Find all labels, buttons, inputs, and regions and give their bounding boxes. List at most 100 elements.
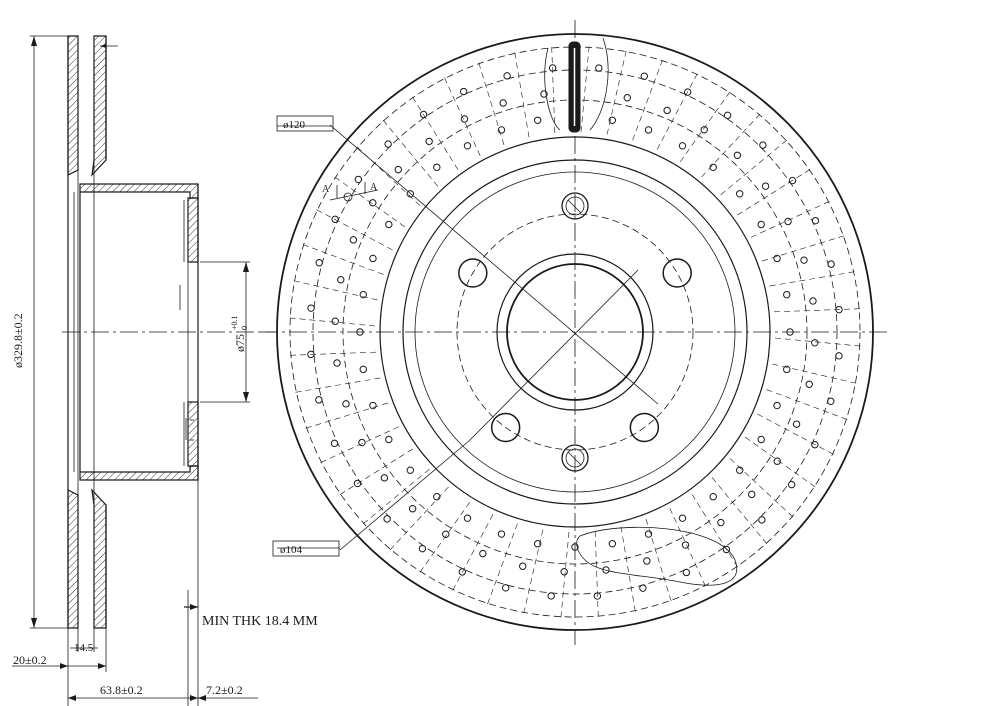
hat-thickness-label: 7.2±0.2	[206, 683, 243, 697]
pilot-bore-lower-tol: 0	[240, 326, 249, 330]
cooling-vane	[285, 317, 376, 327]
drill-hole	[805, 380, 813, 388]
drill-hole	[331, 215, 339, 224]
drill-hole	[503, 72, 511, 80]
cooling-vane	[656, 69, 700, 150]
drill-hole	[608, 116, 617, 124]
drill-hole	[593, 592, 602, 600]
cooling-vane	[336, 448, 413, 498]
drill-hole	[533, 116, 542, 124]
drill-hole	[369, 199, 377, 207]
drill-hole	[353, 479, 362, 488]
drill-hole	[827, 397, 835, 405]
drill-hole	[433, 163, 441, 172]
drill-hole	[792, 420, 801, 428]
drill-hole	[460, 115, 469, 123]
drill-hole	[315, 259, 323, 267]
cooling-vane	[761, 234, 849, 262]
drill-hole	[788, 176, 797, 185]
cooling-vane	[580, 42, 590, 133]
drill-hole	[783, 290, 791, 299]
drill-hole	[761, 182, 770, 190]
drill-hole	[717, 518, 725, 527]
drill-hole	[342, 400, 350, 408]
drill-hole	[463, 514, 472, 522]
drill-hole	[533, 540, 542, 548]
drill-hole	[683, 88, 692, 96]
drill-hole	[315, 396, 323, 404]
drill-hole	[497, 126, 506, 134]
drill-hole	[548, 64, 557, 72]
cooling-vane	[513, 48, 530, 138]
drill-hole	[735, 190, 744, 198]
pilot-bore-upper-tol: +0.1	[230, 315, 239, 330]
drill-hole	[783, 365, 791, 374]
cooling-vane	[359, 468, 430, 527]
cooling-vane	[720, 137, 791, 196]
drill-hole	[644, 530, 653, 538]
cooling-vane	[312, 207, 393, 251]
drill-hole	[643, 557, 651, 565]
cooling-vane	[774, 337, 865, 347]
drill-hole	[811, 440, 819, 449]
cooling-vane	[417, 501, 471, 576]
drill-hole	[827, 260, 835, 268]
cooling-vane	[522, 529, 544, 618]
drill-hole	[307, 350, 315, 359]
hub-label: ø104	[280, 544, 303, 556]
cooling-vane	[766, 389, 852, 422]
drill-hole	[418, 544, 427, 553]
cooling-vane	[442, 73, 481, 156]
drill-hole	[787, 480, 796, 489]
drill-hole	[499, 99, 507, 107]
cooling-vane	[477, 58, 505, 146]
overall-height-label: 63.8±0.2	[100, 683, 143, 697]
section-mark-left: A	[322, 184, 330, 195]
drill-hole	[369, 401, 377, 410]
drill-hole	[709, 492, 717, 501]
bolt-hole	[629, 412, 660, 443]
outer-diameter-label: ø329.8±0.2	[11, 313, 25, 368]
pilot-bore-label: ø75	[233, 334, 247, 352]
drill-hole	[359, 365, 367, 374]
drill-hole	[380, 474, 389, 482]
locating-hole-mark	[567, 451, 582, 466]
drill-hole	[337, 276, 345, 284]
lower-outer-plate	[67, 489, 79, 629]
drill-hole	[809, 297, 817, 305]
hat-flange-upper	[187, 197, 199, 263]
side-section-view: ø329.8±0.2 ø75 +0.1 0 MIN THK 18.4 MM 14…	[11, 35, 318, 706]
drill-hole	[394, 165, 402, 174]
cooling-vane	[744, 436, 819, 490]
cooling-vane	[316, 426, 399, 465]
cooling-vane	[594, 530, 599, 622]
drill-hole	[433, 492, 441, 501]
drill-hole	[463, 142, 472, 150]
cooling-vane	[701, 110, 764, 178]
hat-upper	[79, 183, 199, 199]
drill-hole	[811, 216, 820, 225]
drill-hole	[639, 584, 647, 592]
drill-hole	[678, 142, 687, 150]
disc-thickness-label: 20±0.2	[13, 653, 47, 667]
drill-hole	[330, 439, 339, 448]
hat-lower	[79, 465, 199, 481]
drill-hole	[757, 435, 765, 444]
min-thickness-label: MIN THK 18.4 MM	[202, 614, 318, 629]
cooling-vane	[291, 377, 381, 394]
drill-hole	[773, 457, 781, 465]
cooling-vane	[386, 486, 449, 554]
drill-hole	[540, 90, 548, 98]
drill-hole	[757, 220, 765, 229]
cooling-vane	[301, 402, 389, 430]
cooling-vane	[691, 494, 741, 571]
drill-hole	[547, 592, 555, 600]
drill-hole	[479, 549, 487, 558]
drill-hole	[408, 505, 417, 513]
drill-hole	[383, 515, 391, 523]
drill-hole	[497, 530, 506, 538]
cooling-vane	[289, 279, 378, 301]
cooling-vane	[769, 270, 859, 287]
drill-hole	[800, 256, 808, 264]
